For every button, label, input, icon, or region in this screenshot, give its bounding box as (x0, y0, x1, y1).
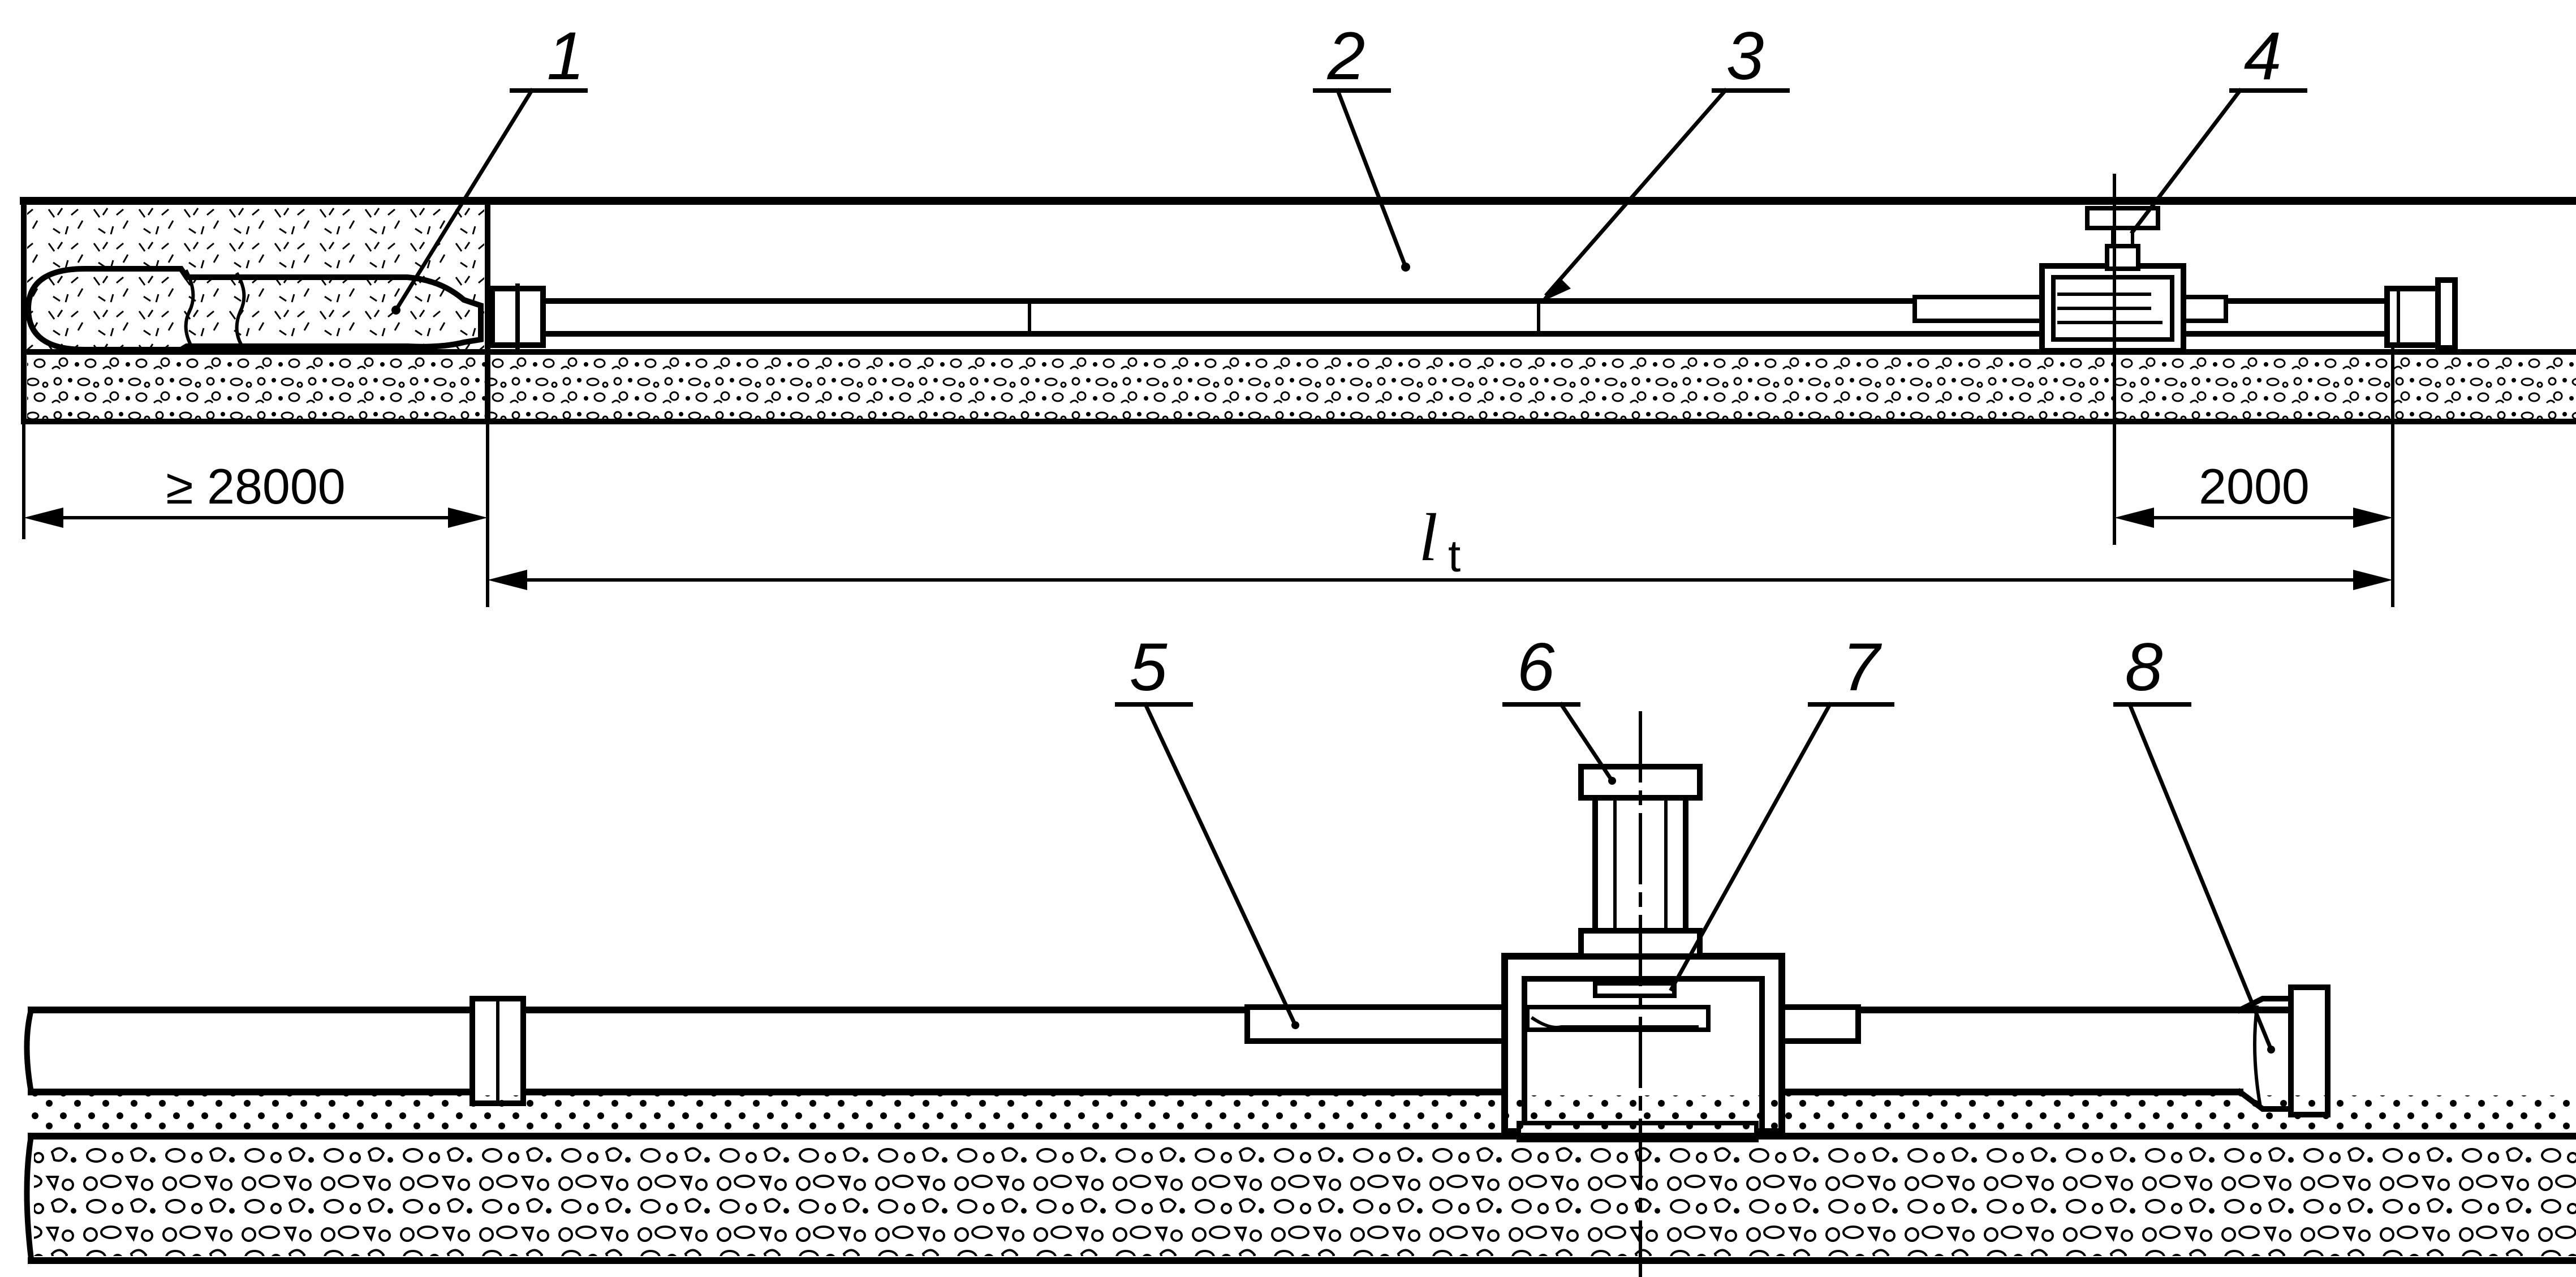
callout-1-label: 1 (547, 18, 585, 94)
callout-5-label: 5 (1130, 629, 1168, 705)
callout-2: 2 (1313, 18, 1408, 270)
dim-test-length: l t (488, 500, 2393, 590)
dim-min-length-text: ≥ 28000 (166, 458, 345, 514)
callout-8-label: 8 (2125, 629, 2163, 705)
callout-6-label: 6 (1517, 629, 1555, 705)
callout-4: 4 (2130, 18, 2307, 235)
dim-offset: 2000 (2114, 458, 2393, 528)
detail-callouts: 5 6 7 8 (1115, 629, 2274, 1052)
callout-5: 5 (1115, 629, 1298, 1028)
callout-8: 8 (2113, 629, 2274, 1052)
ground-layer-detail (24, 1095, 2576, 1264)
callout-7: 7 (1669, 629, 1894, 992)
callout-3: 3 (1540, 18, 1790, 303)
trolley-top (1912, 206, 2228, 354)
detail-view (24, 711, 2576, 1277)
callout-4-label: 4 (2244, 18, 2282, 94)
callout-7-label: 7 (1842, 629, 1883, 705)
callout-1: 1 (393, 18, 588, 313)
callout-6: 6 (1502, 629, 1615, 784)
dimensions: ≥ 28000 2000 l t (22, 346, 2394, 607)
trolley-detail (1501, 764, 1785, 1142)
dim-test-length-subscript: t (1448, 531, 1461, 581)
dim-min-length: ≥ 28000 (24, 458, 488, 528)
callout-3-label: 3 (1726, 18, 1764, 94)
dim-test-length-symbol: l (1419, 500, 1437, 575)
ground-layer-top (21, 349, 2576, 424)
detail-pipe (24, 996, 2294, 1106)
top-callouts: 1 2 3 4 (393, 18, 2307, 313)
dim-offset-text: 2000 (2199, 458, 2310, 514)
top-view (20, 174, 2576, 545)
callout-2-label: 2 (1327, 18, 1365, 94)
